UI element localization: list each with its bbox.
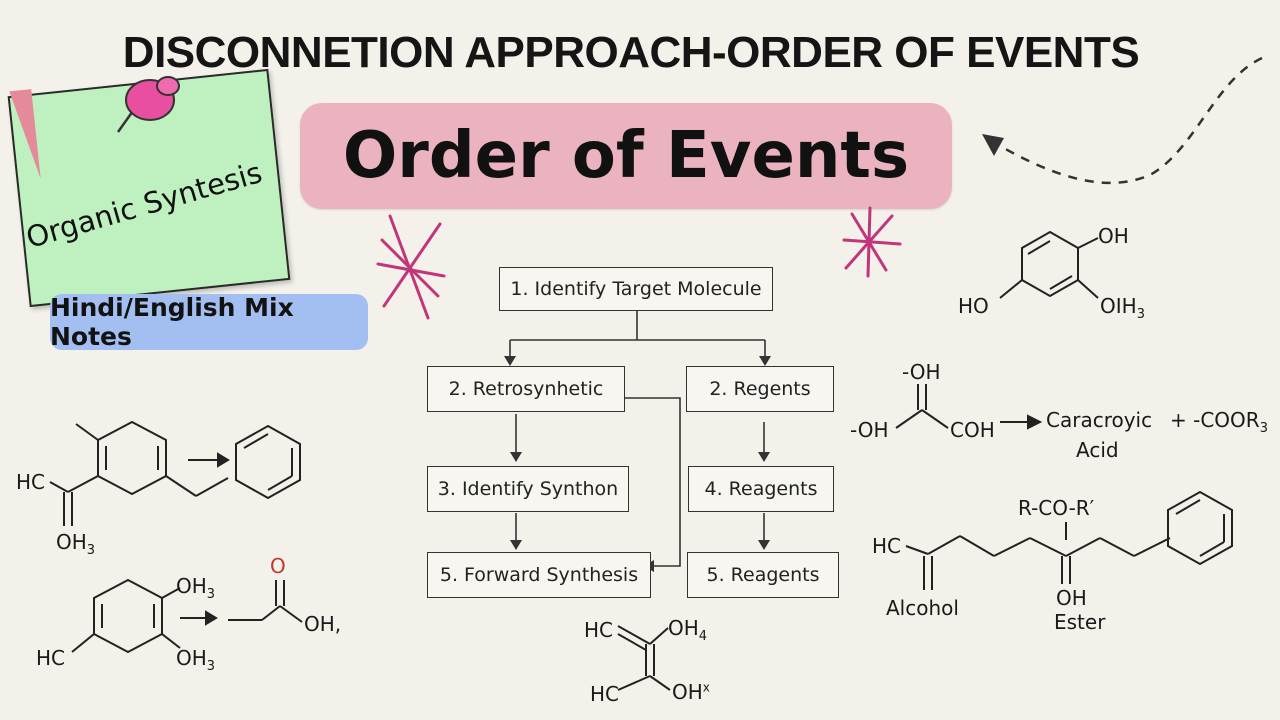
flow-step-regents: 2. Regents [686, 366, 834, 412]
chem-label-alcohol: Alcohol [886, 596, 959, 620]
ester-molecule [905, 490, 1233, 590]
chem-label-left2-oh-right: OH, [304, 612, 342, 636]
flow-step-forward-synthesis: 5. Forward Synthesis [427, 552, 651, 598]
push-pin-icon [116, 76, 180, 133]
flow-step-identify-target: 1. Identify Target Molecule [499, 267, 773, 311]
bottom-molecule [617, 625, 671, 691]
chem-label-bottom-oh4: OH4 [668, 616, 708, 644]
acid-molecule [895, 384, 1043, 430]
star-burst-icon-left [376, 214, 446, 320]
chem-label-left1-hc: HC [16, 470, 46, 494]
chem-label-acid-coh: COH [950, 418, 995, 442]
chem-label-ester: Ester [1054, 610, 1106, 634]
chem-label-oih3: OIH3 [1100, 294, 1145, 322]
left-molecule-1 [49, 420, 301, 526]
chem-label-bottom-ohx: OHx [672, 680, 710, 704]
flow-step-identify-synthon: 3. Identify Synthon [427, 466, 629, 512]
chem-label-bottom-hc-1: HC [584, 618, 614, 642]
chem-label-acid-oh-left: -OH [850, 418, 889, 442]
chem-label-left2-oh3-bottom: OH3 [176, 646, 216, 674]
main-title: DISCONNETION APPROACH-ORDER OF EVENTS [122, 28, 1140, 77]
chem-label-acid-product: Caracroyic [1046, 408, 1153, 432]
chem-label-acid-oh-top: -OH [902, 360, 941, 384]
order-of-events-banner: Order of Events [300, 103, 952, 209]
top-right-molecule [999, 230, 1099, 299]
notes-tag: Hindi/English Mix Notes [50, 293, 368, 351]
flow-step-reagents-4: 4. Reagents [688, 466, 834, 512]
flow-arrowheads [504, 356, 771, 572]
chem-label-oh: OH [1098, 224, 1129, 248]
star-burst-icon-right [842, 206, 902, 278]
chem-label-coor3: + -COOR3 [1170, 408, 1268, 436]
chem-label-left2-hc: HC [36, 646, 66, 670]
chem-label-r-co-r: R-CO-R′ [1018, 496, 1095, 520]
chem-label-left1-oh3: OH3 [56, 530, 96, 558]
chem-label-acid-product-2: Acid [1076, 438, 1119, 462]
chem-label-bottom-hc-2: HC [590, 682, 620, 706]
chem-label-left2-oh3-top: OH3 [176, 574, 216, 602]
dashed-arrow-icon [982, 56, 1263, 185]
left-molecule-2 [71, 578, 303, 654]
flow-step-retrosynthetic: 2. Retrosynhetic [427, 366, 625, 412]
chem-label-ho: HO [958, 294, 989, 318]
flow-step-reagents-5: 5. Reagents [687, 552, 839, 598]
chem-label-ester-hc: HC [872, 534, 902, 558]
chem-label-ester-oh: OH [1056, 586, 1087, 610]
flow-connectors [509, 310, 766, 567]
chem-label-left2-o: O [270, 554, 286, 578]
